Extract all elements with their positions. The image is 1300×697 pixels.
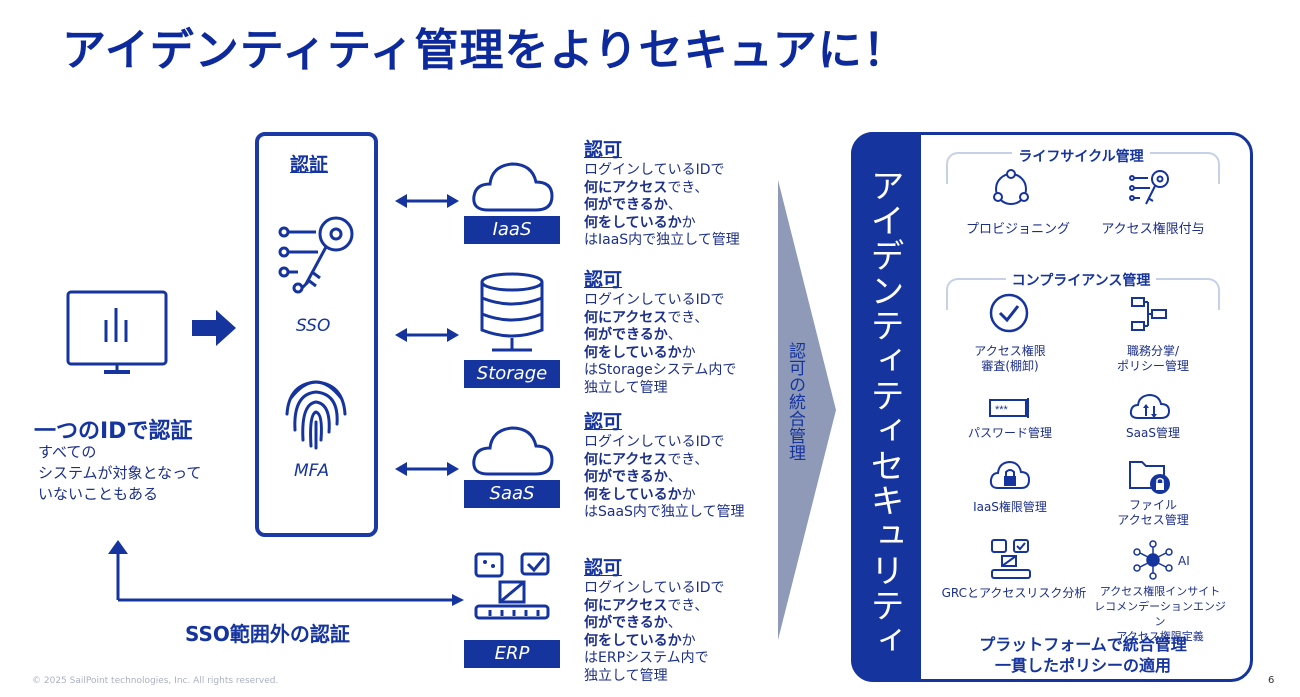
password-label: パスワード管理	[967, 426, 1052, 440]
iaas-permission-label: IaaS権限管理	[973, 500, 1047, 514]
key-icon	[278, 216, 354, 294]
sso-label: SSO	[296, 316, 331, 336]
one-id-heading: 一つのIDで認証	[34, 419, 193, 444]
compliance-title: コンプライアンス管理	[946, 270, 1216, 290]
fingerprint-icon	[285, 380, 347, 450]
provisioning-icon	[993, 169, 1029, 205]
right-arrow-icon	[192, 310, 236, 346]
unified-authz-label: 認可の統合管理	[785, 342, 805, 461]
password-icon: ***	[989, 398, 1029, 418]
auth-title: 認証	[290, 154, 329, 176]
saas-mgmt-label: SaaS管理	[1126, 426, 1180, 440]
saas-mgmt-icon	[1129, 393, 1171, 419]
system-label-saas: SaaS	[464, 480, 560, 508]
authz-block-storage: 認可 ログインしているIDで 何にアクセスでき、 何ができるか、 何をしているか…	[584, 269, 737, 396]
database-icon	[480, 272, 544, 352]
platform-summary: プラットフォームで統合管理一貫したポリシーの適用	[979, 635, 1187, 675]
double-arrow-storage	[395, 328, 459, 342]
check-circle-icon	[989, 293, 1029, 333]
grc-label: GRCとアクセスリスク分析	[941, 586, 1087, 600]
chevron-arrow	[778, 180, 836, 640]
ai-label: AI	[1178, 554, 1190, 568]
sod-policy-label: 職務分掌/ポリシー管理	[1116, 344, 1189, 373]
ai-insight-label: アクセス権限インサイトレコメンデーションエンジンアクセス権限定義	[1094, 585, 1226, 643]
ai-network-icon	[1133, 540, 1173, 580]
identity-security-title: アイデンティティセキュリティ	[864, 168, 904, 658]
sod-policy-icon	[1131, 297, 1167, 331]
monitor-icon	[66, 290, 168, 374]
authz-block-iaas: 認可 ログインしているIDで 何にアクセスでき、 何ができるか、 何をしているか…	[584, 139, 740, 248]
authz-block-saas: 認可 ログインしているIDで 何にアクセスでき、 何ができるか、 何をしているか…	[584, 411, 745, 520]
one-id-sub: すべての システムが対象となって いないこともある	[38, 443, 202, 503]
auth-box	[255, 132, 378, 537]
iaas-permission-icon	[989, 460, 1031, 489]
cloud-icon	[472, 426, 554, 476]
page-number: 6	[1268, 675, 1275, 686]
access-grant-label: アクセス権限付与	[1101, 222, 1205, 237]
access-grant-icon	[1129, 170, 1169, 205]
access-review-label: アクセス権限審査(棚卸)	[974, 344, 1046, 373]
sso-outside-connector	[108, 540, 464, 606]
identity-security-bar	[851, 132, 921, 682]
double-arrow-iaas	[395, 194, 459, 208]
page-title: アイデンティティ管理をよりセキュアに！	[62, 25, 908, 76]
grc-icon	[991, 539, 1031, 579]
double-arrow-saas	[395, 462, 459, 476]
file-access-icon	[1129, 461, 1170, 494]
system-label-erp: ERP	[464, 640, 560, 668]
erp-icon	[474, 552, 550, 620]
lifecycle-title: ライフサイクル管理	[946, 146, 1216, 166]
mfa-label: MFA	[294, 461, 330, 481]
cloud-icon	[472, 162, 554, 212]
authz-block-erp: 認可 ログインしているIDで 何にアクセスでき、 何ができるか、 何をしているか…	[584, 557, 725, 684]
file-access-label: ファイルアクセス管理	[1117, 498, 1189, 527]
sso-outside-label: SSO範囲外の認証	[185, 622, 350, 646]
system-label-storage: Storage	[464, 360, 560, 388]
copyright: © 2025 SailPoint technologies, Inc. All …	[32, 676, 279, 686]
svg-text:***: ***	[995, 404, 1009, 416]
system-label-iaas: IaaS	[464, 216, 560, 244]
provisioning-label: プロビジョニング	[965, 222, 1070, 237]
